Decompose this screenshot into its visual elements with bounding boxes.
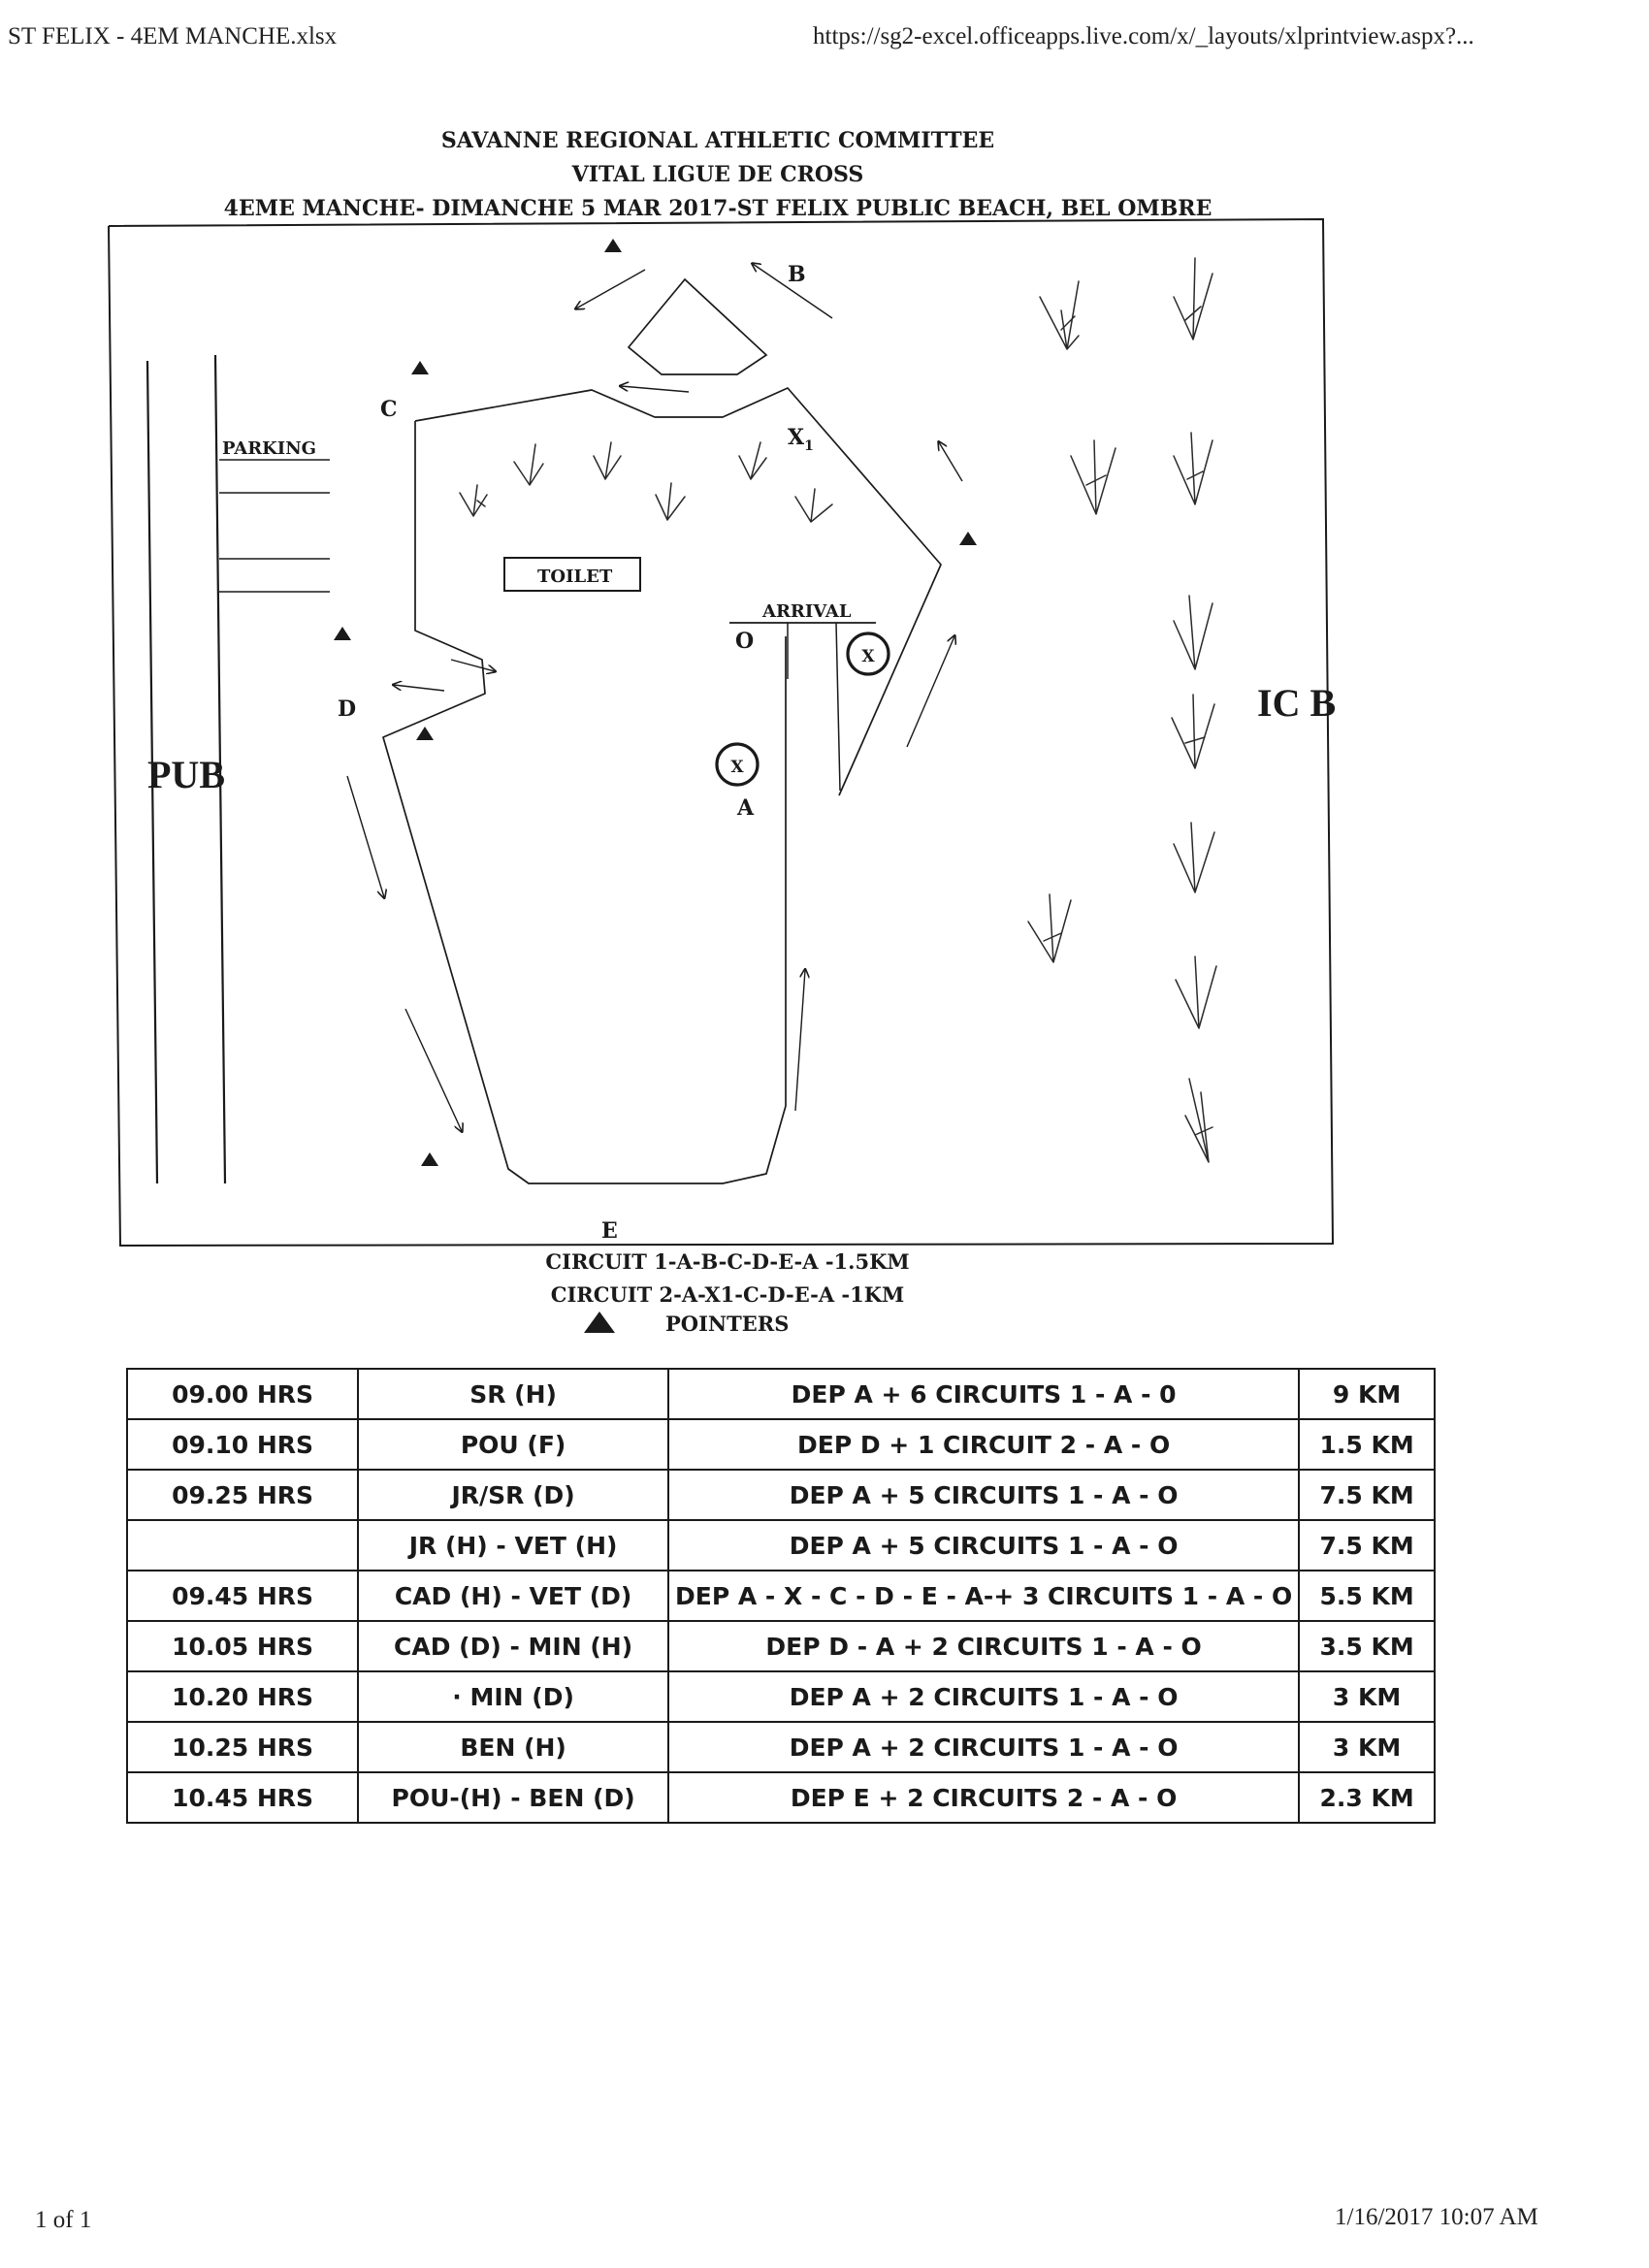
label-o: O — [735, 629, 754, 654]
table-row: 10.20 HRS· MIN (D)DEP A + 2 CIRCUITS 1 -… — [125, 1670, 1436, 1723]
cell-distance: 3 KM — [1298, 1670, 1436, 1723]
label-a: A — [736, 795, 755, 821]
cell-category: CAD (H) - VET (D) — [357, 1570, 669, 1622]
cell-route: DEP A + 5 CIRCUITS 1 - A - O — [666, 1469, 1301, 1521]
cell-distance: 1.5 KM — [1298, 1418, 1436, 1471]
label-b: B — [788, 262, 806, 287]
cell-time: 09.10 HRS — [125, 1418, 360, 1471]
cell-category: SR (H) — [357, 1368, 669, 1420]
cell-route: DEP D - A + 2 CIRCUITS 1 - A - O — [666, 1620, 1301, 1672]
cell-distance: 7.5 KM — [1298, 1519, 1436, 1571]
circuit-2-note: CIRCUIT 2-A-X1-C-D-E-A -1KM — [550, 1282, 905, 1307]
marker-x-arrival-label: X — [861, 647, 875, 666]
cell-distance: 5.5 KM — [1298, 1570, 1436, 1622]
cell-category: JR (H) - VET (H) — [357, 1519, 669, 1571]
label-pub: PUB — [147, 753, 225, 796]
cell-route: DEP A - X - C - D - E - A-+ 3 CIRCUITS 1… — [666, 1570, 1301, 1622]
label-x1: X1 — [788, 425, 814, 454]
print-timestamp: 1/16/2017 10:07 AM — [1335, 2204, 1538, 2230]
parking-lines — [219, 459, 330, 593]
marker-x-a — [715, 742, 760, 787]
cell-time: 10.45 HRS — [125, 1771, 360, 1824]
pointer-legend: POINTERS — [584, 1312, 789, 1336]
cell-category: POU (F) — [357, 1418, 669, 1471]
cell-distance: 7.5 KM — [1298, 1469, 1436, 1521]
label-arrival: ARRIVAL — [761, 601, 852, 622]
label-toilet: TOILET — [537, 567, 613, 587]
pointer-icon — [416, 727, 434, 740]
toilet-box — [503, 557, 641, 592]
cell-route: DEP A + 6 CIRCUITS 1 - A - 0 — [666, 1368, 1301, 1420]
arrival-lane — [835, 622, 841, 792]
label-c: C — [380, 397, 398, 422]
cell-time: 09.25 HRS — [125, 1469, 360, 1521]
direction-arrows — [346, 264, 963, 1131]
title-line-3: 4EME MANCHE- DIMANCHE 5 MAR 2017-ST FELI… — [223, 196, 1212, 221]
cell-route: DEP D + 1 CIRCUIT 2 - A - O — [666, 1418, 1301, 1471]
pointer-icons — [334, 239, 977, 1166]
map-frame — [108, 217, 1335, 1247]
pointer-legend-label: POINTERS — [665, 1312, 790, 1336]
cell-distance: 9 KM — [1298, 1368, 1436, 1420]
cell-route: DEP A + 5 CIRCUITS 1 - A - O — [666, 1519, 1301, 1571]
title-line-1: SAVANNE REGIONAL ATHLETIC COMMITTEE — [440, 128, 995, 153]
cell-category: · MIN (D) — [357, 1670, 669, 1723]
pointer-icon — [959, 532, 977, 545]
cell-distance: 2.3 KM — [1298, 1771, 1436, 1824]
course-outline — [382, 387, 942, 1184]
print-filename: ST FELIX - 4EM MANCHE.xlsx — [8, 23, 338, 49]
cell-distance: 3 KM — [1298, 1721, 1436, 1773]
road-line — [213, 354, 227, 1184]
pointer-icon — [584, 1312, 615, 1333]
cell-category: JR/SR (D) — [357, 1469, 669, 1521]
cell-category: CAD (D) - MIN (H) — [357, 1620, 669, 1672]
pointer-icon — [334, 627, 351, 640]
cell-category: BEN (H) — [357, 1721, 669, 1773]
marker-x-a-label: X — [730, 758, 744, 777]
road-line — [146, 360, 159, 1184]
title-line-2: VITAL LIGUE DE CROSS — [571, 162, 864, 187]
pointer-icon — [421, 1152, 438, 1166]
circuit-notes: CIRCUIT 1-A-B-C-D-E-A -1.5KM CIRCUIT 2-A… — [0, 1246, 1455, 1312]
island — [627, 277, 768, 375]
cell-time: 10.05 HRS — [125, 1620, 360, 1672]
pointer-icon — [411, 361, 429, 374]
cell-distance: 3.5 KM — [1298, 1620, 1436, 1672]
cell-time: 09.45 HRS — [125, 1570, 360, 1622]
marker-x-arrival — [846, 632, 890, 676]
cell-route: DEP E + 2 CIRCUITS 2 - A - O — [666, 1771, 1301, 1824]
cell-time: 09.00 HRS — [125, 1368, 360, 1420]
print-url: https://sg2-excel.officeapps.live.com/x/… — [813, 23, 1474, 49]
cell-time — [125, 1519, 360, 1571]
cell-time: 10.20 HRS — [125, 1670, 360, 1723]
label-ic-b: IC B — [1257, 681, 1336, 725]
cell-route: DEP A + 2 CIRCUITS 1 - A - O — [666, 1670, 1301, 1723]
course-map: X X B C D E X1 O A PARKING TOILET ARRIVA… — [108, 217, 1336, 1247]
cell-time: 10.25 HRS — [125, 1721, 360, 1773]
tree-sketches — [459, 257, 1217, 1163]
page-number: 1 of 1 — [35, 2207, 92, 2233]
label-d: D — [338, 697, 356, 722]
document-title: SAVANNE REGIONAL ATHLETIC COMMITTEE VITA… — [0, 124, 1436, 226]
cell-route: DEP A + 2 CIRCUITS 1 - A - O — [666, 1721, 1301, 1773]
table-row: JR (H) - VET (H)DEP A + 5 CIRCUITS 1 - A… — [125, 1519, 1436, 1571]
pointer-icon — [604, 239, 622, 252]
circuit-1-note: CIRCUIT 1-A-B-C-D-E-A -1.5KM — [545, 1249, 910, 1274]
cell-category: POU-(H) - BEN (D) — [357, 1771, 669, 1824]
label-parking: PARKING — [222, 438, 316, 459]
label-e: E — [601, 1218, 618, 1244]
